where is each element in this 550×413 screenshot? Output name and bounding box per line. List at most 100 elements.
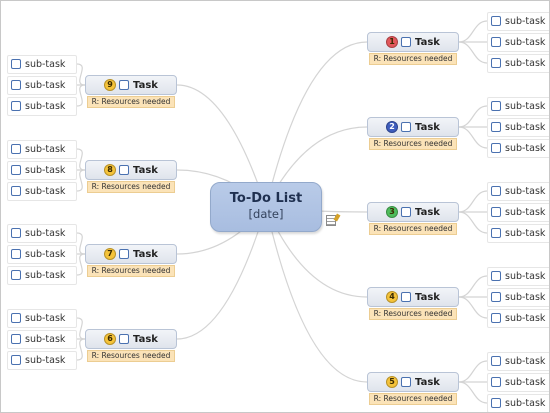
subtask-label: sub-task bbox=[25, 79, 66, 91]
subtask-item[interactable]: sub-task bbox=[487, 287, 549, 307]
task-checkbox[interactable] bbox=[401, 377, 412, 387]
subtask-checkbox[interactable] bbox=[491, 398, 501, 408]
subtask-item[interactable]: sub-task bbox=[7, 308, 77, 328]
subtask-checkbox[interactable] bbox=[491, 356, 501, 366]
subtask-item[interactable]: sub-task bbox=[487, 202, 549, 222]
subtask-checkbox[interactable] bbox=[11, 186, 21, 196]
subtask-label: sub-task bbox=[25, 312, 66, 324]
subtask-item[interactable]: sub-task bbox=[7, 350, 77, 370]
subtask-checkbox[interactable] bbox=[11, 249, 21, 259]
subtask-item[interactable]: sub-task bbox=[7, 54, 77, 74]
subtask-label: sub-task bbox=[505, 355, 546, 367]
subtask-label: sub-task bbox=[505, 227, 546, 239]
note-icon[interactable] bbox=[326, 215, 336, 226]
subtask-item[interactable]: sub-task bbox=[7, 75, 77, 95]
subtask-checkbox[interactable] bbox=[491, 228, 501, 238]
connector-line bbox=[458, 211, 488, 234]
subtask-checkbox[interactable] bbox=[11, 334, 21, 344]
subtask-item[interactable]: sub-task bbox=[7, 181, 77, 201]
subtask-checkbox[interactable] bbox=[491, 207, 501, 217]
subtask-item[interactable]: sub-task bbox=[487, 11, 549, 31]
subtask-checkbox[interactable] bbox=[11, 355, 21, 365]
subtask-label: sub-task bbox=[505, 397, 546, 409]
subtask-checkbox[interactable] bbox=[491, 16, 501, 26]
subtask-checkbox[interactable] bbox=[491, 292, 501, 302]
connector-line bbox=[265, 206, 368, 383]
connector-line bbox=[76, 169, 86, 192]
subtask-checkbox[interactable] bbox=[491, 186, 501, 196]
task-checkbox[interactable] bbox=[119, 249, 130, 259]
connector-line bbox=[76, 148, 86, 171]
task-checkbox[interactable] bbox=[401, 122, 412, 132]
subtask-item[interactable]: sub-task bbox=[7, 160, 77, 180]
subtask-item[interactable]: sub-task bbox=[487, 53, 549, 73]
subtask-checkbox[interactable] bbox=[11, 228, 21, 238]
subtask-item[interactable]: sub-task bbox=[487, 266, 549, 286]
subtask-checkbox[interactable] bbox=[11, 101, 21, 111]
subtask-checkbox[interactable] bbox=[11, 270, 21, 280]
subtask-item[interactable]: sub-task bbox=[7, 223, 77, 243]
subtask-checkbox[interactable] bbox=[491, 58, 501, 68]
central-topic[interactable]: To-Do List [date] bbox=[210, 182, 322, 232]
resources-label: R: Resources needed bbox=[369, 308, 457, 320]
subtask-checkbox[interactable] bbox=[491, 101, 501, 111]
subtask-checkbox[interactable] bbox=[491, 143, 501, 153]
subtask-checkbox[interactable] bbox=[11, 165, 21, 175]
subtask-item[interactable]: sub-task bbox=[487, 393, 549, 412]
subtask-item[interactable]: sub-task bbox=[7, 329, 77, 349]
subtask-item[interactable]: sub-task bbox=[487, 181, 549, 201]
subtask-checkbox[interactable] bbox=[491, 313, 501, 323]
subtask-item[interactable]: sub-task bbox=[487, 32, 549, 52]
subtask-checkbox[interactable] bbox=[11, 313, 21, 323]
subtask-item[interactable]: sub-task bbox=[487, 138, 549, 158]
task-label: Task bbox=[415, 206, 440, 218]
subtask-item[interactable]: sub-task bbox=[7, 244, 77, 264]
subtask-item[interactable]: sub-task bbox=[487, 96, 549, 116]
task-checkbox[interactable] bbox=[119, 334, 130, 344]
task-checkbox[interactable] bbox=[401, 292, 412, 302]
subtask-item[interactable]: sub-task bbox=[487, 351, 549, 371]
subtask-label: sub-task bbox=[25, 333, 66, 345]
subtask-item[interactable]: sub-task bbox=[487, 223, 549, 243]
subtask-item[interactable]: sub-task bbox=[487, 372, 549, 392]
subtask-checkbox[interactable] bbox=[11, 59, 21, 69]
task-checkbox[interactable] bbox=[119, 80, 130, 90]
task-label: Task bbox=[415, 121, 440, 133]
task-label: Task bbox=[415, 36, 440, 48]
subtask-checkbox[interactable] bbox=[491, 122, 501, 132]
subtask-checkbox[interactable] bbox=[491, 271, 501, 281]
subtask-item[interactable]: sub-task bbox=[7, 96, 77, 116]
subtask-checkbox[interactable] bbox=[11, 80, 21, 90]
subtask-item[interactable]: sub-task bbox=[487, 117, 549, 137]
task-checkbox[interactable] bbox=[401, 37, 412, 47]
subtask-checkbox[interactable] bbox=[491, 377, 501, 387]
subtask-item[interactable]: sub-task bbox=[7, 265, 77, 285]
subtask-item[interactable]: sub-task bbox=[7, 139, 77, 159]
resources-label: R: Resources needed bbox=[369, 223, 457, 235]
subtask-label: sub-task bbox=[505, 291, 546, 303]
subtask-checkbox[interactable] bbox=[491, 37, 501, 47]
subtask-checkbox[interactable] bbox=[11, 144, 21, 154]
subtask-item[interactable]: sub-task bbox=[487, 308, 549, 328]
task-checkbox[interactable] bbox=[119, 165, 130, 175]
task-checkbox[interactable] bbox=[401, 207, 412, 217]
subtask-label: sub-task bbox=[505, 36, 546, 48]
